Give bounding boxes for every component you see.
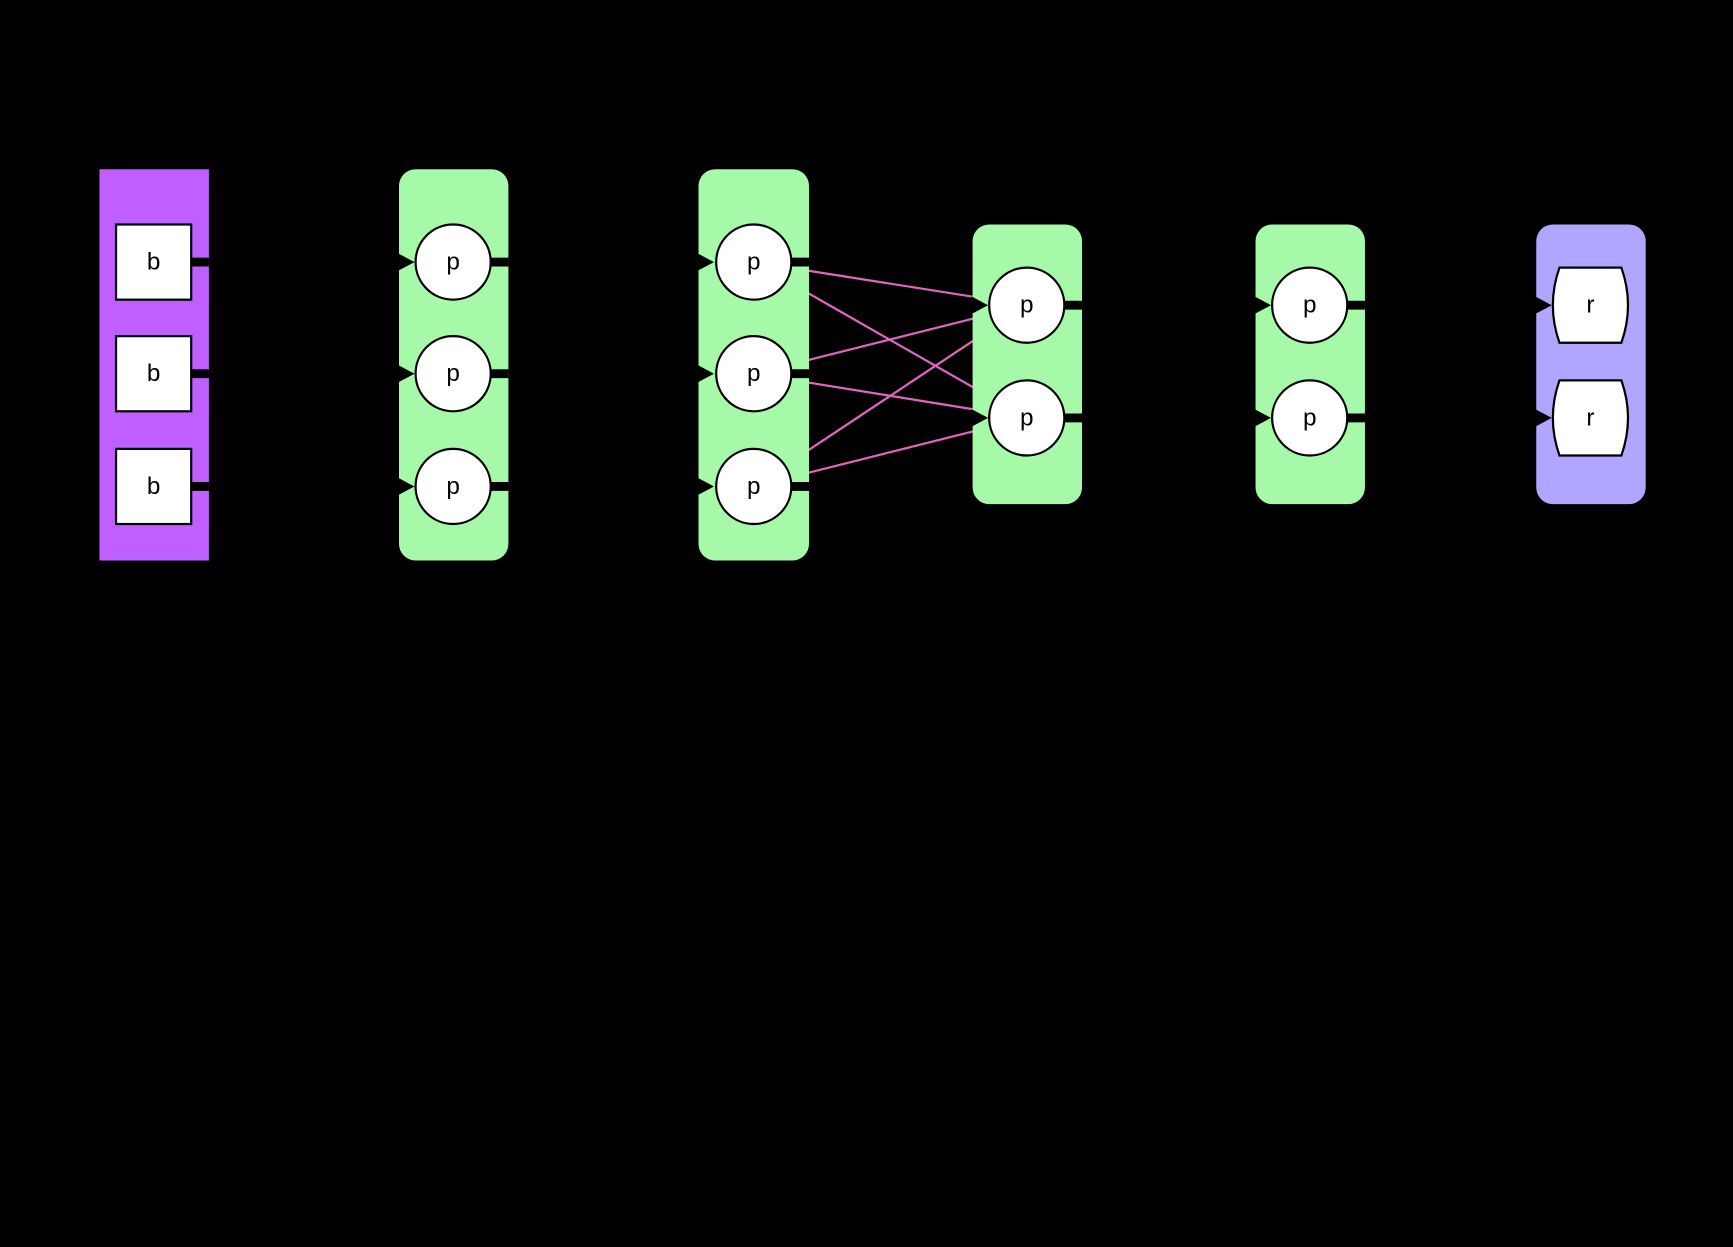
node-box [114,223,193,301]
node-circle [988,379,1066,457]
node-cylinder [1551,266,1630,344]
node-p[interactable]: p [971,379,1083,457]
node-circle [414,335,492,413]
input-port-icon [1254,409,1272,427]
input-port-icon [697,364,714,383]
node-r[interactable]: r [1535,266,1630,344]
node-r[interactable]: r [1535,379,1630,457]
node-label: p [1020,292,1034,319]
group-process-2: p p p [697,169,810,561]
input-port-icon [1535,409,1552,427]
input-port-icon [697,253,714,271]
edge-arrow [791,267,990,302]
node-b[interactable]: b [114,223,209,301]
node-label: r [1586,292,1594,319]
node-label: p [1020,404,1034,431]
input-port-icon [1254,296,1272,315]
edge-arrow [791,312,991,366]
node-label: p [446,360,460,387]
node-box [114,335,193,413]
node-label: b [147,249,161,276]
node-p[interactable]: p [397,447,509,526]
node-circle [715,223,793,301]
node-circle [414,447,492,526]
group-process-4: pp [1254,224,1365,505]
node-p[interactable]: p [697,335,810,413]
input-port-icon [397,253,415,271]
group-source-0: b b b [99,169,209,561]
node-circle [414,223,492,301]
node-label: b [147,473,161,500]
node-label: p [446,473,460,500]
node-p[interactable]: p [971,266,1083,344]
group-sink-5: rr [1535,224,1646,505]
node-cylinder [1551,379,1630,457]
group-process-3: pp [971,224,1083,505]
node-circle [1271,379,1349,457]
node-box [114,447,193,526]
node-circle [1271,266,1349,344]
node-label: p [446,249,460,276]
input-port-icon [1535,296,1552,315]
node-label: b [147,360,161,387]
input-port-icon [397,477,415,496]
group-process-1: p p p [397,169,509,561]
node-p[interactable]: p [697,223,810,301]
node-p[interactable]: p [1254,379,1365,457]
node-label: r [1586,404,1594,431]
node-b[interactable]: b [114,447,209,526]
node-label: p [747,249,761,276]
input-port-icon [697,477,714,496]
node-p[interactable]: p [1254,266,1365,344]
group-panel [1255,224,1365,505]
edge-arrow [791,425,991,479]
node-label: p [1303,404,1317,431]
node-p[interactable]: p [397,335,509,413]
node-label: p [747,473,761,500]
node-circle [988,266,1066,344]
input-port-icon [971,409,989,427]
node-circle [715,335,793,413]
group-panel [972,224,1083,505]
input-port-icon [397,364,415,383]
input-port-icon [971,296,989,315]
node-label: p [1303,292,1317,319]
edge-arrow [785,325,996,466]
node-p[interactable]: p [397,223,509,301]
node-b[interactable]: b [114,335,209,413]
group-panel [1536,224,1646,505]
node-label: p [747,360,761,387]
node-p[interactable]: p [697,447,810,526]
node-circle [715,447,793,526]
